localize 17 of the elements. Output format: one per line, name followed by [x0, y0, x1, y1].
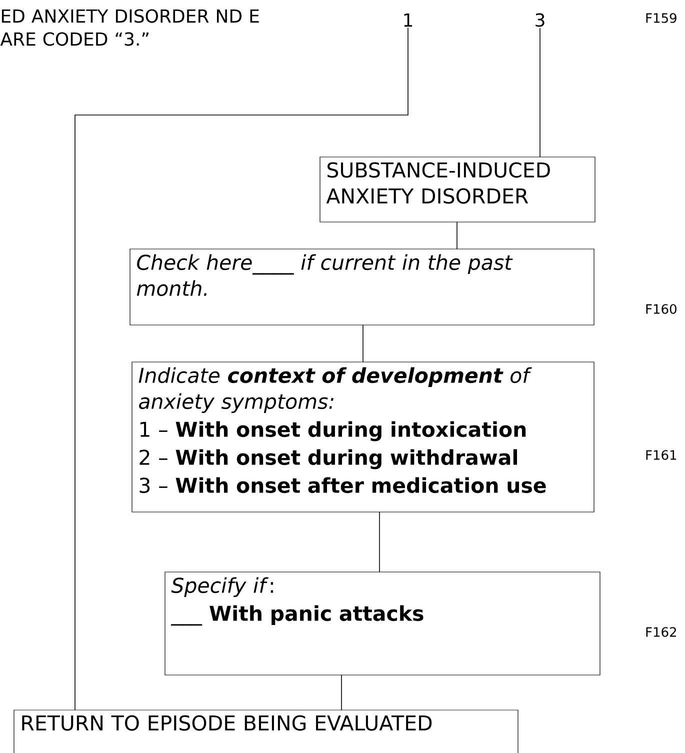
text-box: RETURN TO EPISODE BEING EVALUATED [14, 710, 518, 753]
heading-text: ED ANXIETY DISORDER ND E ARE CODED “3.” [0, 9, 259, 46]
connector-line [456, 222, 458, 250]
form-code: F159 [646, 13, 676, 23]
connector-line [74, 27, 408, 710]
code-number: 1 [404, 13, 412, 27]
text-box: Indicate context of development of anxiety symptoms: 1 – With onset during intoxication 2 – With onset during withdrawal 3 – With onset after medication use [132, 362, 594, 512]
connector-line [341, 674, 342, 710]
form-code: F161 [646, 450, 676, 460]
code-number: 3 [536, 13, 544, 27]
text-box: Specify if: ___ With panic attacks [164, 572, 600, 676]
connector-line [362, 324, 364, 362]
text-box: Check here____ if current in the past month. [130, 248, 594, 326]
connector-line [379, 512, 380, 572]
form-code: F162 [646, 627, 676, 637]
text-box: SUBSTANCE-INDUCED ANXIETY DISORDER [320, 156, 596, 222]
form-code: F160 [646, 304, 676, 314]
